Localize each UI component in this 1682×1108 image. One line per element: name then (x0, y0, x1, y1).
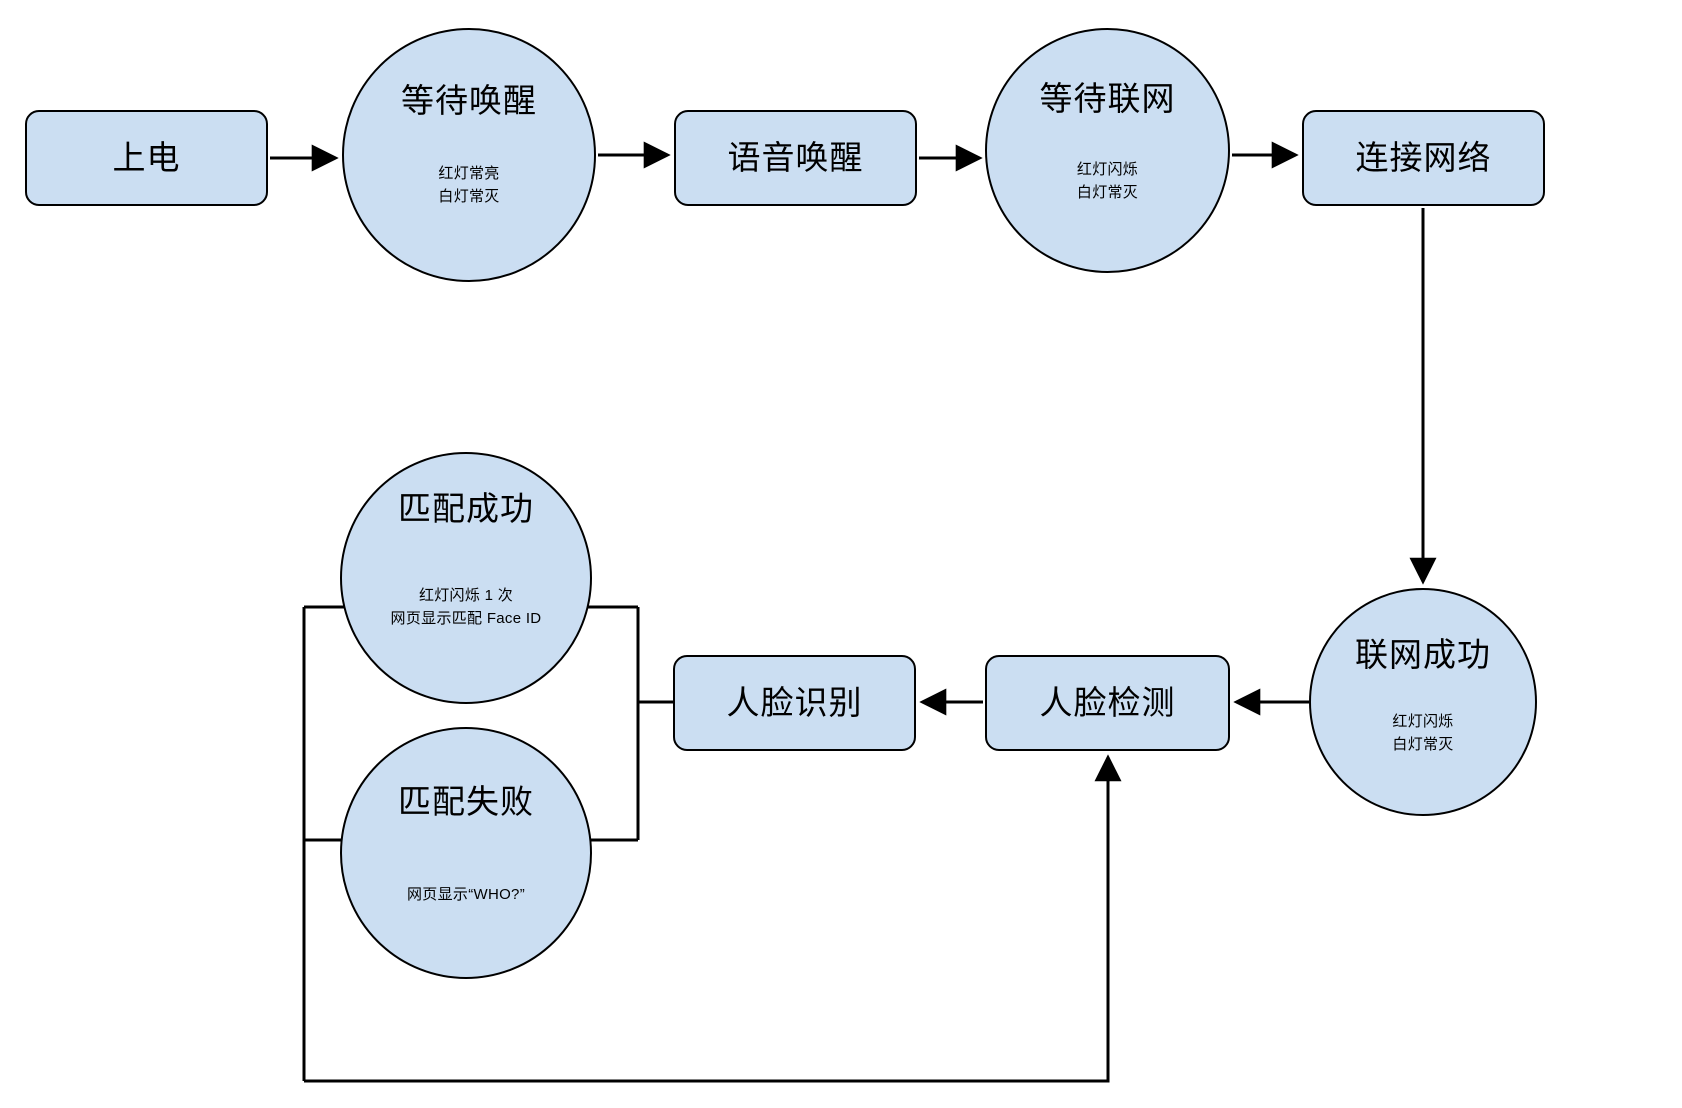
node-wait-wake[interactable]: 等待唤醒 红灯常亮 白灯常灭 (342, 28, 596, 282)
node-face-recognition-label: 人脸识别 (726, 684, 863, 722)
node-voice-wake[interactable]: 语音唤醒 (674, 110, 917, 206)
node-connect-network[interactable]: 连接网络 (1302, 110, 1545, 206)
node-connect-network-label: 连接网络 (1355, 139, 1492, 177)
node-match-failure[interactable]: 匹配失败 网页显示“WHO?” (340, 727, 592, 979)
node-face-detection[interactable]: 人脸检测 (985, 655, 1230, 751)
node-face-detection-label: 人脸检测 (1039, 684, 1176, 722)
node-power[interactable]: 上电 (25, 110, 268, 206)
node-match-failure-label: 匹配失败 (398, 783, 534, 820)
node-voice-wake-label: 语音唤醒 (727, 139, 864, 177)
node-match-success-sub: 红灯闪烁 1 次 网页显示匹配 Face ID (390, 586, 542, 628)
node-match-success[interactable]: 匹配成功 红灯闪烁 1 次 网页显示匹配 Face ID (340, 452, 592, 704)
node-wait-net-label: 等待联网 (1039, 80, 1176, 117)
node-wait-net[interactable]: 等待联网 红灯闪烁 白灯常灭 (985, 28, 1230, 273)
node-match-failure-sub: 网页显示“WHO?” (407, 885, 525, 903)
node-wait-wake-label: 等待唤醒 (401, 82, 537, 119)
node-wait-net-sub: 红灯闪烁 白灯常灭 (1076, 160, 1139, 202)
node-power-label: 上电 (112, 139, 181, 177)
node-network-success[interactable]: 联网成功 红灯闪烁 白灯常灭 (1309, 588, 1537, 816)
node-network-success-sub: 红灯闪烁 白灯常灭 (1392, 712, 1454, 754)
node-network-success-label: 联网成功 (1355, 636, 1491, 673)
node-match-success-label: 匹配成功 (398, 490, 534, 527)
node-face-recognition[interactable]: 人脸识别 (673, 655, 916, 751)
node-wait-wake-sub: 红灯常亮 白灯常灭 (438, 164, 500, 206)
